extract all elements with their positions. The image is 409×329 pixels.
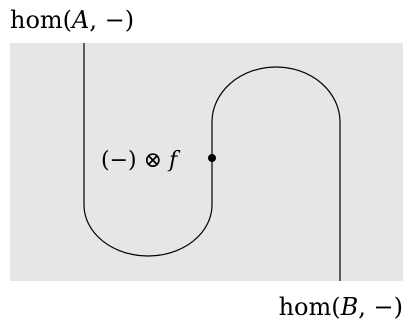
- wire: [83, 43, 341, 281]
- top-label: hom(A, −): [10, 6, 134, 34]
- node-label: (−) ⊗ f: [101, 148, 181, 173]
- bottom-label: hom(B, −): [279, 293, 403, 321]
- morphism-node: [208, 154, 216, 162]
- shaded-region: [10, 43, 403, 281]
